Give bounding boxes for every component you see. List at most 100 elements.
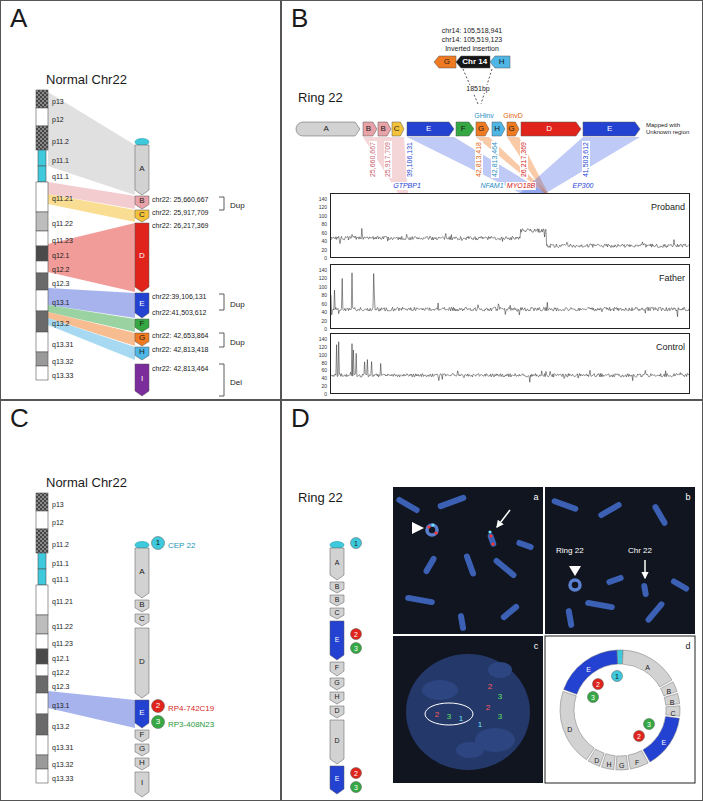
probe-signal: 2	[592, 678, 604, 690]
callout-number: 3	[647, 721, 651, 728]
label-holder: p11.1	[52, 552, 69, 570]
segment-arrow	[407, 122, 454, 136]
label-holder: Dup	[230, 293, 245, 311]
chromosome-ideogram	[36, 493, 48, 783]
callout-number: 3	[354, 645, 358, 652]
text-holder: F	[135, 730, 149, 739]
text-holder: F	[456, 122, 471, 136]
ring-chromosome	[564, 650, 618, 694]
label-holder: q12.3	[52, 675, 70, 693]
label-holder: q11.23	[52, 229, 73, 247]
plot-title: Father	[659, 273, 685, 283]
fish-photo	[670, 577, 690, 592]
mapping-fan	[363, 137, 408, 193]
segment-arrow	[330, 595, 344, 606]
label-holder: 3	[498, 705, 502, 723]
text-holder: A	[135, 145, 149, 192]
probe-signal: 2	[350, 628, 362, 640]
text-holder: 1	[350, 537, 362, 549]
chromosome-segment: E	[583, 122, 640, 136]
label-holder: 140	[319, 258, 327, 276]
segment-fan	[48, 194, 135, 222]
chromosome-segment: C	[135, 210, 149, 222]
chromosome-segment: H	[490, 56, 510, 68]
callout-number: 2	[637, 733, 641, 740]
fish-photo	[393, 636, 543, 783]
label-holder: 2	[488, 675, 492, 693]
chromosome-ideogram	[38, 166, 46, 182]
axis-tick: 60	[321, 302, 327, 308]
text-holder: 2	[633, 730, 645, 742]
label-holder: 120	[319, 266, 327, 284]
segment-letter: F	[335, 664, 339, 671]
chromosome-segment: H	[492, 122, 505, 136]
probe-label: CEP 22	[168, 541, 195, 550]
label-holder: p12	[52, 108, 64, 126]
text-holder: B	[378, 122, 388, 136]
chromosome-segment: D	[330, 720, 344, 764]
subpanel-letter: a	[533, 492, 538, 502]
band-label: q12.2	[52, 669, 70, 677]
figure-panel: GChr 14HABBCEFGHGDEProbandFatherControlB…	[281, 0, 703, 400]
label-holder: 42,813,464	[483, 141, 501, 178]
chromosome-segment: H	[135, 758, 149, 770]
label-holder: 39,106,131	[398, 141, 416, 178]
label-holder: 100	[319, 204, 327, 222]
text-holder: E	[330, 621, 344, 657]
label-holder: Chr 22	[628, 539, 652, 557]
chromosome-segment: E	[407, 122, 454, 136]
fish-photo	[422, 555, 437, 575]
segment-letter: I	[141, 375, 143, 383]
segment-letter: E	[139, 709, 144, 717]
panel-title: Ring 22	[298, 491, 343, 506]
fish-photo	[565, 608, 574, 629]
probe-dot	[351, 629, 362, 640]
insertion-line	[463, 69, 492, 104]
label-holder: q13.2	[52, 312, 70, 330]
chromosome-ideogram	[36, 90, 48, 108]
label-holder: q11.21	[52, 590, 73, 608]
segment-letter: I	[141, 779, 143, 787]
fish-photo	[570, 580, 580, 590]
ring-segment-letter: B	[670, 699, 675, 707]
text-holder: D	[291, 404, 310, 434]
band-label: q12.3	[52, 683, 70, 691]
insertion-line	[481, 69, 492, 104]
coverage-trace	[331, 228, 689, 382]
segment-arrow	[135, 196, 149, 209]
band-label: q13.31	[52, 744, 73, 752]
coordinate-label: chr14: 105,518,941	[442, 27, 502, 35]
callout-number: 3	[156, 718, 160, 726]
axis-tick: 20	[321, 248, 327, 254]
chromosome-ideogram	[36, 493, 48, 511]
bracket	[219, 294, 224, 310]
segment-letter: D	[546, 125, 552, 133]
signal-number: 3	[498, 712, 502, 721]
coverage-trace	[331, 228, 689, 247]
segment-letter: D	[139, 252, 145, 260]
label-holder: chr14: 105,518,941	[442, 19, 502, 37]
segment-letter: C	[334, 609, 339, 616]
figure-panel: ABCDEFGHIANormal Chr22	[0, 0, 281, 400]
label-holder: H	[606, 753, 611, 771]
chromosome-ideogram	[36, 735, 48, 755]
label-holder: 2	[486, 696, 490, 714]
fish-photo	[434, 531, 437, 534]
axis-tick: 120	[319, 345, 327, 351]
label-holder: c	[534, 635, 539, 653]
figure-panel: ABBCEFGHDDE1232312332DRing 22	[281, 400, 703, 801]
label-holder: chr22: 26,217,369	[152, 214, 208, 232]
callout-number: 2	[354, 631, 358, 638]
band-label: q11.23	[52, 237, 73, 245]
label-holder: B	[670, 691, 675, 709]
label-holder: GinvD	[503, 104, 522, 122]
fish-photo	[644, 600, 665, 624]
signal-number: 3	[447, 712, 451, 721]
breakpoint-label: 25,660,667	[369, 141, 377, 178]
label-holder: 140	[319, 327, 327, 345]
axis-tick: 80	[321, 222, 327, 228]
probe-label: RP4-742C19	[168, 704, 214, 713]
callout-number: 1	[156, 539, 160, 547]
label-holder: chr22: 25,660,667	[152, 188, 208, 206]
chromosome-ideogram	[36, 634, 48, 649]
